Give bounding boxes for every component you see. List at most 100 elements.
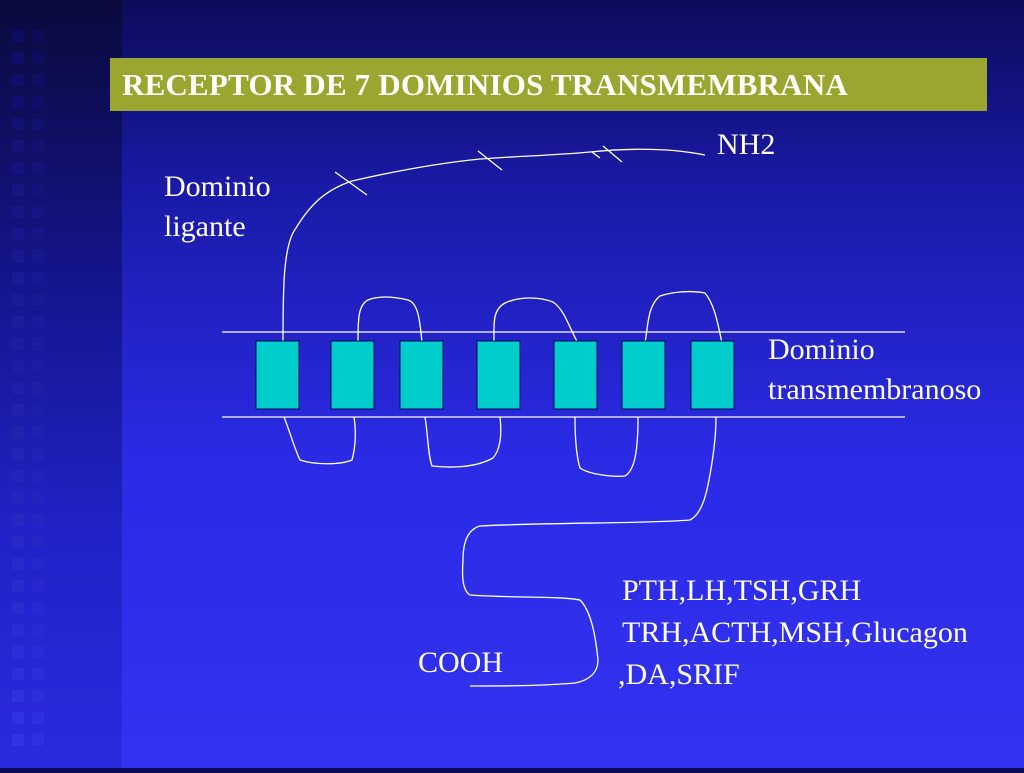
strip-square <box>32 74 44 86</box>
strip-square <box>32 118 44 130</box>
nh2-label: NH2 <box>717 128 776 161</box>
strip-square <box>12 426 24 438</box>
strip-square <box>12 404 24 416</box>
left-decorative-strip <box>0 0 122 768</box>
strip-square <box>12 668 24 680</box>
strip-square <box>12 514 24 526</box>
strip-square <box>32 624 44 636</box>
strip-square <box>32 470 44 482</box>
strip-square <box>32 250 44 262</box>
strip-square <box>12 272 24 284</box>
transmembrane-helix-2 <box>330 340 375 410</box>
strip-square <box>32 404 44 416</box>
strip-square <box>32 690 44 702</box>
hormones-label-line2: TRH,ACTH,MSH,Glucagon <box>622 616 968 649</box>
strip-square <box>12 338 24 350</box>
strip-square <box>12 536 24 548</box>
hormones-label-line3: ,DA,SRIF <box>618 658 740 691</box>
strip-square <box>12 624 24 636</box>
ligand-domain-label-line1: Dominio <box>164 170 271 203</box>
strip-square <box>32 360 44 372</box>
intracellular-loop-1 <box>283 416 356 465</box>
helix-group <box>255 340 735 410</box>
ligand-domain-label-line2: ligante <box>164 210 246 243</box>
strip-square <box>12 74 24 86</box>
strip-square <box>32 558 44 570</box>
strip-square <box>12 470 24 482</box>
strip-square <box>32 514 44 526</box>
extracellular-loop-2 <box>493 297 579 344</box>
extracellular-loop-3 <box>644 290 723 344</box>
strip-square <box>32 580 44 592</box>
strip-square <box>12 96 24 108</box>
strip-square <box>12 228 24 240</box>
transmembrane-helix-6 <box>621 340 666 410</box>
strip-square <box>32 712 44 724</box>
n-terminal-chain <box>282 148 706 344</box>
transmembrane-helix-4 <box>476 340 521 410</box>
c-terminal-tail <box>461 416 717 687</box>
strip-square <box>12 118 24 130</box>
strip-square <box>32 272 44 284</box>
transmembrane-domain-label-line2: transmembranoso <box>768 373 982 406</box>
strip-square <box>32 294 44 306</box>
strip-square <box>12 316 24 328</box>
strip-square <box>12 162 24 174</box>
strip-square <box>32 316 44 328</box>
strip-square <box>32 448 44 460</box>
transmembrane-helix-1 <box>255 340 300 410</box>
cleavage-mark-3 <box>602 145 623 163</box>
strip-square <box>32 52 44 64</box>
strip-square <box>32 646 44 658</box>
strip-square <box>12 30 24 42</box>
strip-square <box>32 184 44 196</box>
cooh-label: COOH <box>418 646 504 679</box>
strip-square <box>12 294 24 306</box>
strip-square <box>32 162 44 174</box>
transmembrane-helix-7 <box>690 340 735 410</box>
hormones-label-line1: PTH,LH,TSH,GRH <box>622 574 862 607</box>
strip-square <box>32 206 44 218</box>
intracellular-loop-2 <box>424 416 502 468</box>
strip-square <box>12 646 24 658</box>
strip-square <box>32 426 44 438</box>
strip-square <box>12 250 24 262</box>
strip-square <box>12 602 24 614</box>
strip-square <box>12 140 24 152</box>
strip-square <box>12 690 24 702</box>
strip-square <box>12 184 24 196</box>
strip-square <box>12 382 24 394</box>
left-square-pattern <box>12 30 44 746</box>
strip-square <box>12 492 24 504</box>
slide-title: RECEPTOR DE 7 DOMINIOS TRANSMEMBRANA <box>122 66 849 102</box>
strip-square <box>32 96 44 108</box>
transmembrane-helix-5 <box>553 340 598 410</box>
title-bar: RECEPTOR DE 7 DOMINIOS TRANSMEMBRANA <box>110 58 987 111</box>
strip-square <box>32 382 44 394</box>
strip-square <box>12 558 24 570</box>
strip-square <box>12 52 24 64</box>
strip-square <box>32 338 44 350</box>
strip-square <box>12 734 24 746</box>
strip-square <box>32 668 44 680</box>
strip-square <box>32 228 44 240</box>
extracellular-loop-1 <box>357 296 423 344</box>
intracellular-loop-3 <box>574 416 639 477</box>
transmembrane-domain-label-line1: Dominio <box>768 333 875 366</box>
strip-square <box>32 30 44 42</box>
strip-square <box>12 712 24 724</box>
cleavage-mark-2 <box>477 150 503 171</box>
strip-square <box>12 360 24 372</box>
strip-square <box>32 492 44 504</box>
cleavage-mark-1 <box>334 171 368 196</box>
strip-square <box>32 140 44 152</box>
strip-square <box>12 448 24 460</box>
cleavage-mark-4 <box>591 151 601 159</box>
strip-square <box>12 580 24 592</box>
strip-square <box>32 536 44 548</box>
strip-square <box>12 206 24 218</box>
transmembrane-helix-3 <box>399 340 444 410</box>
strip-square <box>32 734 44 746</box>
strip-square <box>32 602 44 614</box>
